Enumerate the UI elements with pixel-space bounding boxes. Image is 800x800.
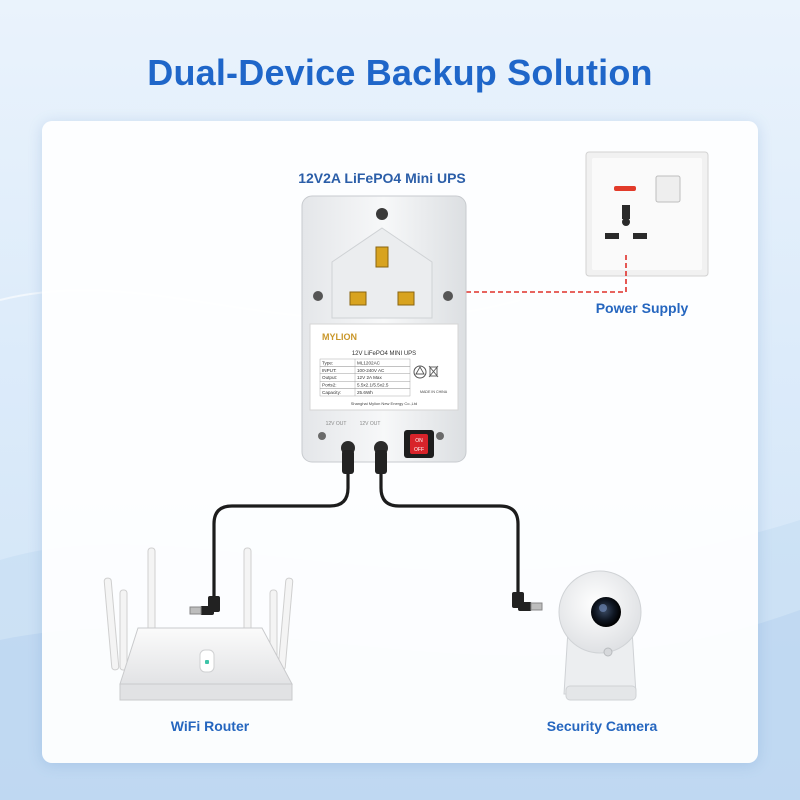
security-camera <box>558 570 642 701</box>
power-supply-label: Power Supply <box>595 300 689 316</box>
ups-brand: MYLION <box>322 332 357 342</box>
spec-row <box>319 388 411 397</box>
spec-key: Capacity: <box>322 390 341 395</box>
spec-key: Output: <box>322 375 337 380</box>
spec-value: 5.5x2.1/5.5x2.5 <box>357 383 389 388</box>
wall-socket <box>585 151 709 277</box>
camera-button <box>603 647 613 657</box>
camera-dc-plug <box>512 592 543 611</box>
socket-indicator-light <box>614 186 636 191</box>
ups-spec-table: Type: ML1202AC INPUT: 100-240V AC Output: 12V… <box>319 358 411 397</box>
spec-key: Ports2: <box>322 383 337 388</box>
ups-made-in: MADE IN CHINA <box>420 390 448 394</box>
page-title: Dual-Device Backup Solution <box>147 52 653 93</box>
spec-value: 100-240V AC <box>357 368 385 373</box>
spec-value: 12V 2A Max <box>357 375 382 380</box>
bin-icon <box>428 365 439 378</box>
router-status-light <box>205 660 209 664</box>
camera-label: Security Camera <box>546 718 658 734</box>
ups-device: MYLION 12V LiFePO4 MINI UPS Type: ML1202A… <box>301 195 467 463</box>
ups-label: 12V2A LiFePO4 Mini UPS <box>298 170 466 186</box>
ups-port-1-label: 12V OUT <box>326 421 347 427</box>
dashed-connection-line <box>408 255 627 293</box>
wifi-router <box>103 547 294 701</box>
ups-port-2-label: 12V OUT <box>360 421 381 427</box>
ups-manufacturer: Shanghai Mylion New Energy Co.,Ltd <box>351 401 417 406</box>
router-dc-plug <box>189 596 220 615</box>
ups-switch-on: ON <box>415 438 423 444</box>
recycle-icon <box>413 365 427 379</box>
socket-switch <box>655 175 681 203</box>
ups-model-line: 12V LiFePO4 MINI UPS <box>352 351 416 357</box>
ups-power-switch <box>410 434 428 454</box>
spec-value: ML1202AC <box>357 360 381 365</box>
spec-key: INPUT: <box>322 368 337 373</box>
ups-switch-off: OFF <box>414 447 424 453</box>
spec-value: 25.6Wh <box>357 390 373 395</box>
spec-key: Type: <box>322 360 333 365</box>
router-label: WiFi Router <box>170 718 250 734</box>
dc-cables <box>212 454 520 602</box>
